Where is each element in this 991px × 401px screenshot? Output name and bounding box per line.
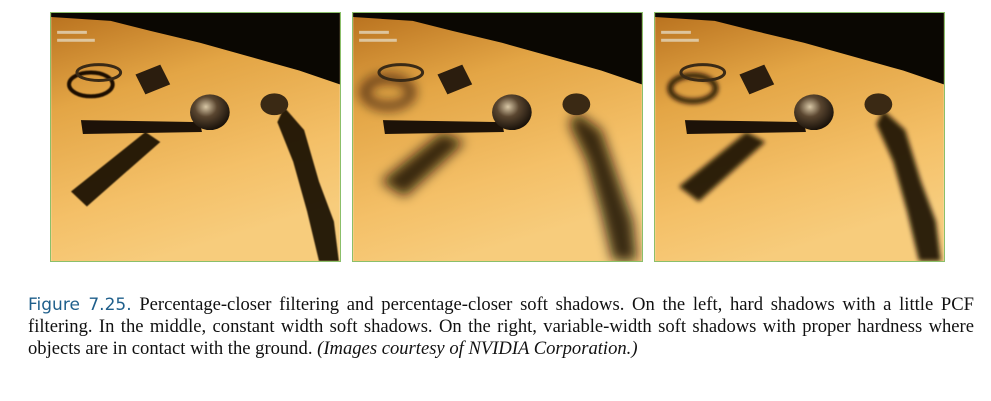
- torus: [562, 93, 591, 116]
- figure-caption: Figure 7.25. Percentage-closer filtering…: [28, 294, 974, 360]
- scene-constant-soft-shadows: [353, 13, 642, 261]
- scene-variable-soft-shadows: [655, 13, 944, 261]
- bar: [80, 120, 202, 135]
- scene-hard-shadows: [51, 13, 340, 261]
- bar: [684, 120, 806, 135]
- panel-constant-soft-shadows: [352, 12, 643, 262]
- overlay-text-1: [359, 30, 389, 34]
- overlay-text-1: [57, 30, 87, 34]
- caption-text: Percentage-closer filtering and percenta…: [28, 294, 974, 359]
- overlay-text-2: [359, 38, 397, 42]
- teapot: [190, 94, 230, 131]
- torus: [260, 93, 289, 116]
- teapot: [794, 94, 834, 131]
- box: [135, 64, 171, 95]
- bar: [382, 120, 504, 135]
- ring: [679, 63, 727, 82]
- ring: [377, 63, 425, 82]
- figure-label: Figure 7.25.: [28, 295, 132, 315]
- teapot: [492, 94, 532, 131]
- shadow-group: [667, 73, 941, 261]
- box: [739, 64, 775, 95]
- ring: [75, 63, 123, 82]
- sky: [51, 13, 340, 85]
- panel-variable-soft-shadows: [654, 12, 945, 262]
- overlay-text-2: [661, 38, 699, 42]
- overlay-text-2: [57, 38, 95, 42]
- sky: [655, 13, 944, 85]
- box: [437, 64, 473, 95]
- overlay-text-1: [661, 30, 691, 34]
- sky: [353, 13, 642, 85]
- shadow-group: [67, 70, 339, 261]
- caption-credit: (Images courtesy of NVIDIA Corporation.): [317, 338, 638, 359]
- panel-hard-shadows: [50, 12, 341, 262]
- torus: [864, 93, 893, 116]
